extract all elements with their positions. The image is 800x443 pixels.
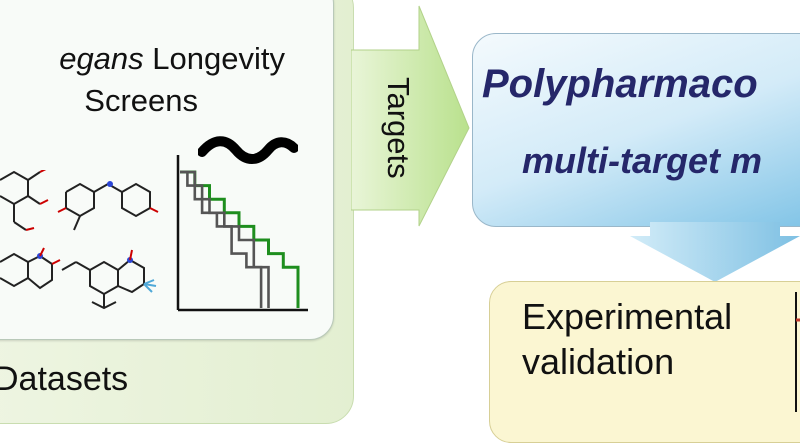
molecule-4: [61, 258, 145, 310]
targets-label: Targets: [381, 77, 416, 179]
datasets-label: Datasets: [0, 360, 129, 398]
molecule-3-oxygen: [39, 247, 61, 265]
targets-arrow: [351, 5, 470, 227]
worm-icon: [198, 136, 298, 164]
molecule-2-nitrogen: [107, 181, 113, 187]
down-arrow: [630, 222, 800, 282]
survival-chart: [176, 155, 308, 312]
screens-title-line2: Screens: [84, 83, 198, 118]
screens-title-rest: Longevity: [143, 41, 285, 76]
molecule-structures: [0, 170, 159, 310]
molecule-2-oh: [57, 207, 159, 213]
survival-series-3: [180, 170, 263, 308]
molecule-1-oh: [25, 170, 49, 231]
molecule-4-oxygen: [129, 249, 133, 261]
longevity-screens-card: [0, 0, 334, 340]
experimental-label: Experimental: [522, 296, 733, 337]
validation-label: validation: [522, 341, 675, 382]
screens-title-italic: egans: [59, 41, 144, 76]
multi-target-subtitle: multi-target m: [522, 140, 763, 181]
screens-title-line1: egans Longevity: [0, 40, 285, 78]
molecule-3: [0, 252, 53, 290]
experimental-validation-box: [489, 281, 800, 443]
polypharmacology-title: Polypharmaco: [482, 62, 758, 106]
survival-lines: [180, 170, 300, 308]
molecule-4-fluoro: [143, 279, 157, 293]
molecule-1: [0, 170, 41, 231]
molecule-2: [65, 182, 151, 231]
polypharmacology-box: [472, 33, 800, 227]
validation-plot-edge: [795, 292, 800, 412]
